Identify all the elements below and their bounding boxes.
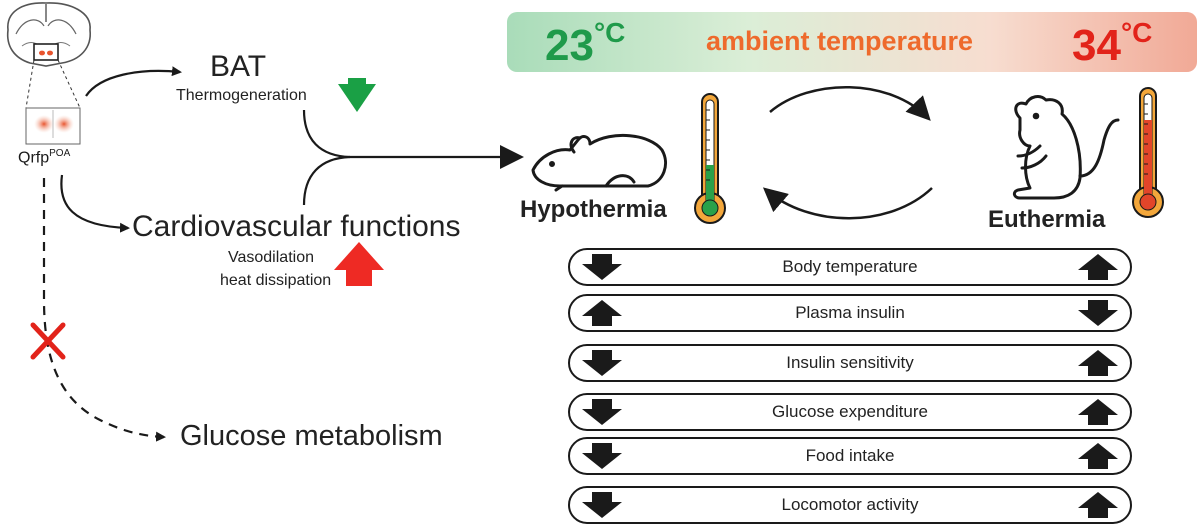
comparison-row: Body temperature	[568, 248, 1132, 286]
bat-label: BAT	[210, 50, 267, 83]
up-arrow-icon	[1078, 399, 1118, 425]
comparison-row-label: Locomotor activity	[781, 495, 919, 514]
down-arrow-icon	[1078, 300, 1118, 326]
comparison-row: Food intake	[568, 437, 1132, 475]
down-arrow-icon	[582, 492, 622, 518]
poa-section-icon	[25, 107, 81, 145]
down-arrow-icon	[582, 399, 622, 425]
down-arrow-icon	[582, 443, 622, 469]
euthermia-label: Euthermia	[988, 206, 1106, 233]
comparison-row: Insulin sensitivity	[568, 344, 1132, 382]
thermogenesis-down-arrow-icon	[338, 84, 376, 112]
comparison-row-label: Insulin sensitivity	[786, 353, 914, 372]
up-arrow-icon	[1078, 492, 1118, 518]
cross-icon	[30, 322, 66, 360]
heat-dissipation-label: heat dissipation	[220, 272, 332, 289]
vasodilation-label: Vasodilation	[228, 249, 314, 266]
thermogeneration-label: Thermogeneration	[176, 87, 307, 104]
comparison-row: Locomotor activity	[568, 486, 1132, 524]
cycle-arrow-top	[769, 86, 931, 121]
low-temperature-label: 23°C	[545, 17, 626, 70]
high-temperature-label: 34°C	[1072, 17, 1153, 70]
comparison-row-label: Plasma insulin	[795, 303, 905, 322]
vasodilation-up-arrow-icon	[334, 242, 384, 270]
comparison-row: Glucose expenditure	[568, 393, 1132, 431]
ambient-temperature-title: ambient temperature	[706, 26, 974, 56]
up-arrow-icon	[1078, 350, 1118, 376]
comparison-row-label: Body temperature	[782, 257, 918, 276]
mouse-sitting-icon	[1012, 95, 1120, 200]
up-arrow-icon	[1078, 254, 1118, 280]
glucose-metabolism-label: Glucose metabolism	[180, 420, 443, 452]
thermometer-icon	[694, 93, 726, 224]
comparison-row-label: Food intake	[805, 446, 895, 465]
up-arrow-icon	[582, 300, 622, 326]
mouse-lying-icon	[531, 133, 667, 192]
down-arrow-icon	[582, 254, 622, 280]
comparison-row: Plasma insulin	[568, 294, 1132, 332]
up-arrow-icon	[1078, 443, 1118, 469]
cycle-arrow-bottom	[762, 187, 933, 220]
qrfp-poa-label: QrfpPOA	[18, 148, 71, 167]
hypothermia-label: Hypothermia	[520, 196, 667, 223]
thermometer-icon	[1132, 87, 1164, 218]
ambient-temperature-banner	[507, 12, 1197, 72]
cardiovascular-functions-label: Cardiovascular functions	[132, 210, 461, 243]
comparison-row-label: Glucose expenditure	[772, 402, 928, 421]
down-arrow-icon	[582, 350, 622, 376]
brain-section-icon	[6, 2, 91, 67]
